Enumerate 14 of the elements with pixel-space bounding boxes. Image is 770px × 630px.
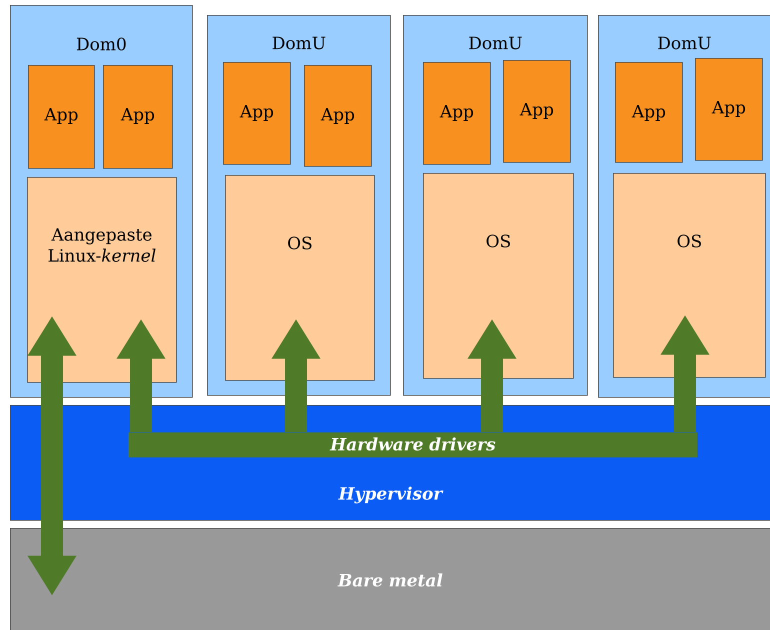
component-box: App [503,60,571,163]
component-box: OS [225,175,375,381]
component-box: App [615,62,683,163]
component-box: App [695,58,763,161]
component-box: App [28,65,95,169]
component-box: App [103,65,173,169]
component-box: App [223,62,291,165]
component-box: Aangepaste Linux-kernel [27,177,177,383]
component-box: OS [613,173,766,378]
component-box: OS [423,173,574,379]
component-box: App [423,62,491,165]
component-box: App [304,65,372,167]
hardware-layer: Bare metal [10,528,770,630]
drivers-bar: Hardware drivers [128,432,698,458]
